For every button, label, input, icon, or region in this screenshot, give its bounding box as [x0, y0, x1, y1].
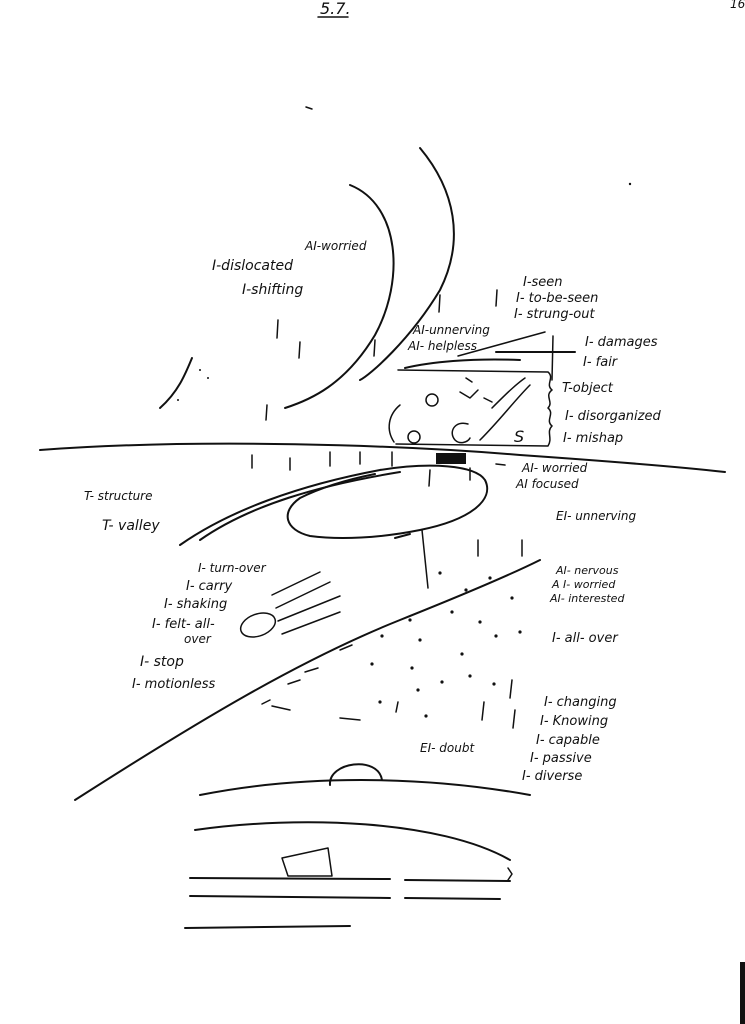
- page-corner-number: 16: [730, 0, 745, 11]
- label-i-fair: I- fair: [583, 355, 619, 370]
- tiny-dot: [199, 369, 201, 371]
- upper-arc-inner: [284, 184, 395, 409]
- label-i-mishap: I- mishap: [563, 431, 623, 446]
- helpless-line: [457, 331, 546, 357]
- object-arc-left: [388, 404, 401, 443]
- lower-dashes: [261, 539, 523, 729]
- horizon-dashes: [251, 451, 506, 487]
- label-i-capable: I- capable: [536, 733, 600, 748]
- label-i-passive: I- passive: [530, 751, 592, 766]
- object-c-shape: [451, 422, 471, 444]
- label-i-to-be-seen: I- to-be-seen: [516, 291, 598, 306]
- label-i-all-over: I- all- over: [552, 631, 619, 646]
- label-ai-unnerving: AI-unnerving: [412, 323, 490, 337]
- bottom-arc: [199, 779, 531, 796]
- label-ai-interested: AI- interested: [549, 592, 625, 605]
- motion-lines: [271, 571, 341, 635]
- label-ai-nervous: AI- nervous: [555, 564, 619, 577]
- label-i-seen: I-seen: [523, 275, 563, 290]
- probe-line: [421, 529, 429, 589]
- bottom-line-1: [189, 877, 391, 880]
- label-ei-doubt: EI- doubt: [420, 741, 475, 755]
- label-i-strung-out: I- strung-out: [514, 307, 595, 322]
- label-i-felt-all: I- felt- all-: [152, 617, 215, 632]
- label-i-motionless: I- motionless: [132, 677, 216, 692]
- bottom-line-4: [404, 897, 501, 900]
- label-ai-worried-top: AI-worried: [304, 239, 367, 253]
- label-t-valley: T- valley: [102, 518, 160, 534]
- label-ai-helpless: AI- helpless: [407, 339, 477, 353]
- object-mark-2: [483, 397, 493, 403]
- bottom-line-5: [184, 925, 351, 929]
- stray-mark: [305, 106, 313, 110]
- valley-ridge: [199, 471, 401, 541]
- valley-dash: [394, 533, 411, 539]
- scattered-dots: [370, 571, 522, 718]
- horizon-line: [39, 442, 726, 473]
- object-s-letter: S: [514, 427, 524, 446]
- object-sweep-2: [491, 377, 526, 409]
- label-i-knowing: I- Knowing: [540, 714, 608, 729]
- upper-dashes: [265, 289, 498, 421]
- label-i-shaking: I- shaking: [164, 597, 227, 612]
- bottom-quad: [281, 847, 333, 877]
- tiny-dot: [177, 399, 179, 401]
- label-i-changing: I- changing: [544, 695, 617, 710]
- label-i-dislocated: I-dislocated: [212, 258, 293, 274]
- valley-outline: [179, 464, 489, 546]
- bottom-dome: [328, 763, 383, 786]
- label-t-structure: T- structure: [84, 489, 152, 503]
- object-sweep-1: [479, 384, 531, 441]
- label-ai-worried-low: A I- worried: [551, 578, 616, 591]
- label-i-damages: I- damages: [585, 335, 658, 350]
- page-number-header: 5.7.: [320, 0, 351, 18]
- bar-vertical: [551, 335, 554, 381]
- object-sketch-line: [404, 358, 521, 369]
- object-circle-2: [407, 430, 421, 444]
- label-i-carry: I- carry: [186, 579, 232, 594]
- label-ei-unnerving: EI- unnerving: [556, 509, 636, 523]
- label-i-stop: I- stop: [140, 654, 184, 670]
- label-i-shifting: I-shifting: [242, 282, 303, 298]
- bottom-tick: [507, 867, 513, 881]
- oval-shape: [239, 612, 277, 638]
- label-i-disorganized: I- disorganized: [565, 409, 661, 424]
- upper-arc-outer: [359, 147, 455, 381]
- annotation-labels: AI-worried I-dislocated I-shifting I-see…: [84, 239, 661, 784]
- bottom-line-3: [189, 895, 391, 899]
- edge-bar: [740, 962, 745, 1024]
- black-block: [436, 453, 466, 464]
- label-t-object: T-object: [562, 381, 614, 396]
- object-mark-1: [459, 389, 479, 399]
- bottom-curve: [194, 821, 511, 861]
- label-i-diverse: I- diverse: [522, 769, 582, 784]
- left-small-arc: [159, 357, 193, 409]
- label-over: over: [184, 632, 212, 646]
- label-ai-worried-mid: AI- worried: [521, 461, 588, 475]
- object-circle-1: [425, 393, 439, 407]
- label-i-turn-over: I- turn-over: [198, 561, 267, 575]
- object-box: [395, 369, 553, 447]
- stray-dot: [628, 182, 632, 186]
- label-ai-focused: AI focused: [515, 477, 579, 491]
- bottom-line-2: [404, 879, 511, 882]
- tiny-dot: [207, 377, 209, 379]
- object-mark-3: [465, 377, 473, 383]
- long-diagonal: [74, 559, 541, 801]
